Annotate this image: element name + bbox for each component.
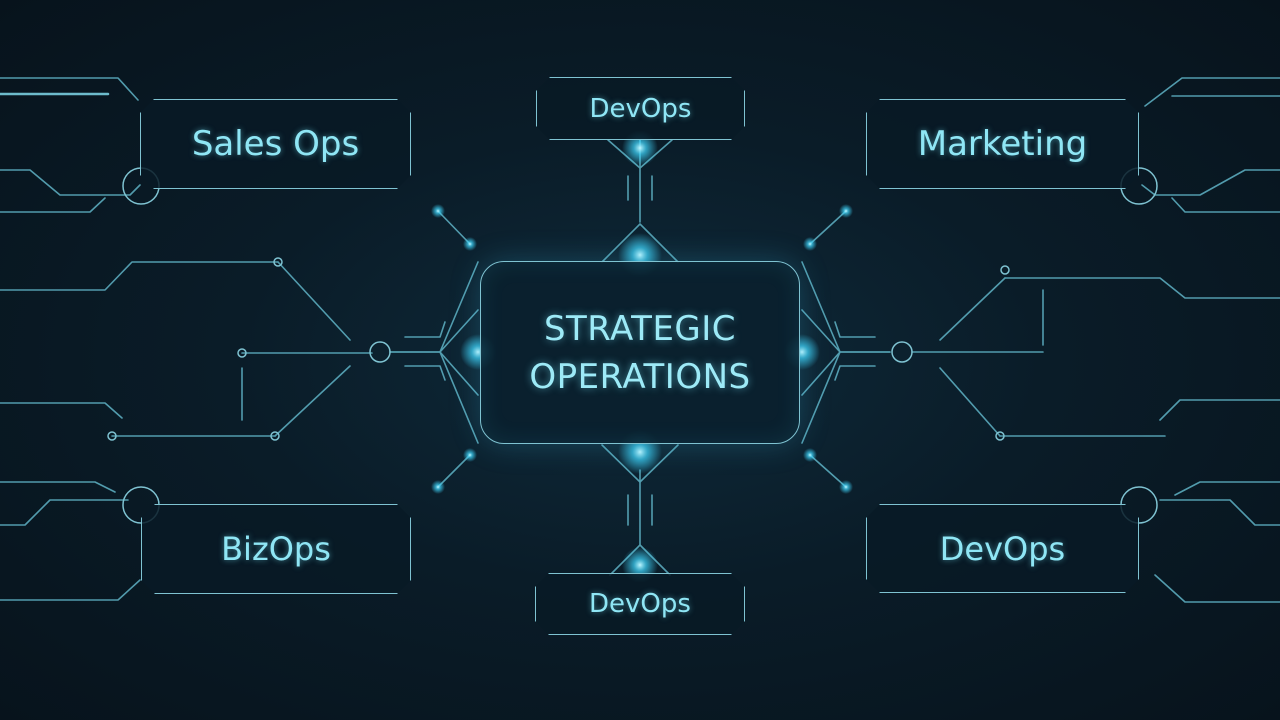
node-sales-ops[interactable]: Sales Ops: [140, 99, 411, 189]
node-devops-top[interactable]: DevOps: [536, 77, 745, 140]
node-devops-right[interactable]: DevOps: [866, 504, 1139, 593]
center-title-line2: OPERATIONS: [529, 356, 751, 397]
node-bizops[interactable]: BizOps: [141, 504, 411, 594]
node-bizops-label: BizOps: [221, 530, 331, 568]
node-devops-top-label: DevOps: [589, 93, 692, 124]
node-devops-bottom[interactable]: DevOps: [535, 573, 745, 635]
node-strategic-operations[interactable]: STRATEGIC OPERATIONS: [480, 261, 800, 444]
center-title-line1: STRATEGIC: [543, 308, 737, 349]
node-marketing-label: Marketing: [917, 124, 1088, 164]
node-devops-bottom-label: DevOps: [589, 589, 691, 619]
node-sales-ops-label: Sales Ops: [191, 124, 360, 164]
node-marketing[interactable]: Marketing: [866, 99, 1139, 189]
node-devops-right-label: DevOps: [939, 529, 1066, 568]
